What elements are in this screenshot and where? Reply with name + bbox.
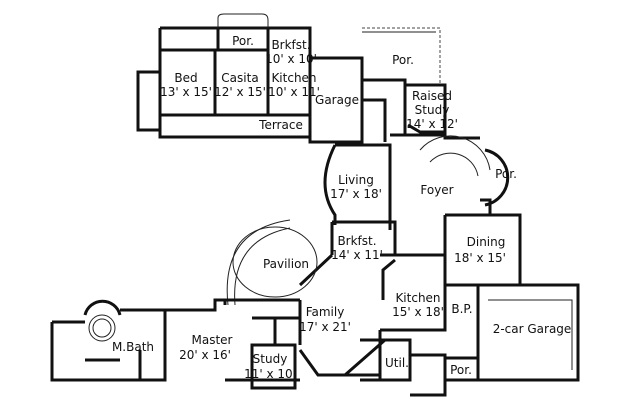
- room-label-garage: Garage: [315, 93, 359, 107]
- room-label-living: Living: [338, 173, 374, 187]
- room-dim-family: 17' x 21': [299, 320, 351, 334]
- room-dim-brkfst-casita: 10' x 10': [265, 52, 317, 66]
- room-label-family: Family: [306, 305, 345, 319]
- room-label-por-garage: Por.: [450, 363, 472, 377]
- room-dim-master: 20' x 16': [179, 348, 231, 362]
- room-dim-casita: 12' x 15': [214, 85, 266, 99]
- room-label-pavilion: Pavilion: [263, 257, 309, 271]
- room-label-bp: B.P.: [451, 302, 472, 316]
- room-dim-bed: 13' x 15': [160, 85, 212, 99]
- room-label-mbath: M.Bath: [112, 340, 154, 354]
- room-label-terrace: Terrace: [258, 118, 303, 132]
- room-label-util: Util.: [385, 356, 409, 370]
- room-label-raised-study-2: Study: [415, 103, 450, 117]
- room-dim-brkfst: 14' x 11': [331, 248, 383, 262]
- room-label-bed: Bed: [174, 71, 197, 85]
- room-label-por-top: Por.: [392, 53, 414, 67]
- room-label-kitchen-casita: Kitchen: [271, 71, 316, 85]
- room-label-kitchen: Kitchen: [395, 291, 440, 305]
- room-label-brkfst: Brkfst.: [337, 234, 376, 248]
- room-label-dining: Dining: [467, 235, 506, 249]
- room-label-study: Study: [253, 352, 288, 366]
- room-labels: Por. Brkfst. 10' x 10' Bed 13' x 15' Cas…: [112, 34, 571, 381]
- room-label-foyer: Foyer: [420, 183, 453, 197]
- room-label-por-casita: Por.: [232, 34, 254, 48]
- room-dim-kitchen-casita: 10' x 11': [268, 85, 320, 99]
- room-dim-raised-study: 14' x 12': [406, 117, 458, 131]
- room-label-casita: Casita: [221, 71, 258, 85]
- room-label-por-round: Por.: [495, 167, 517, 181]
- room-dim-dining: 18' x 15': [454, 251, 506, 265]
- room-label-master: Master: [192, 333, 233, 347]
- room-label-2-car-garage: 2-car Garage: [493, 322, 572, 336]
- room-dim-study: 11' x 10': [244, 367, 296, 381]
- room-label-brkfst-casita: Brkfst.: [271, 38, 310, 52]
- walls: [50, 13, 580, 397]
- room-dim-living: 17' x 18': [330, 187, 382, 201]
- room-label-raised-study: Raised: [412, 89, 452, 103]
- room-dim-kitchen: 15' x 18': [392, 305, 444, 319]
